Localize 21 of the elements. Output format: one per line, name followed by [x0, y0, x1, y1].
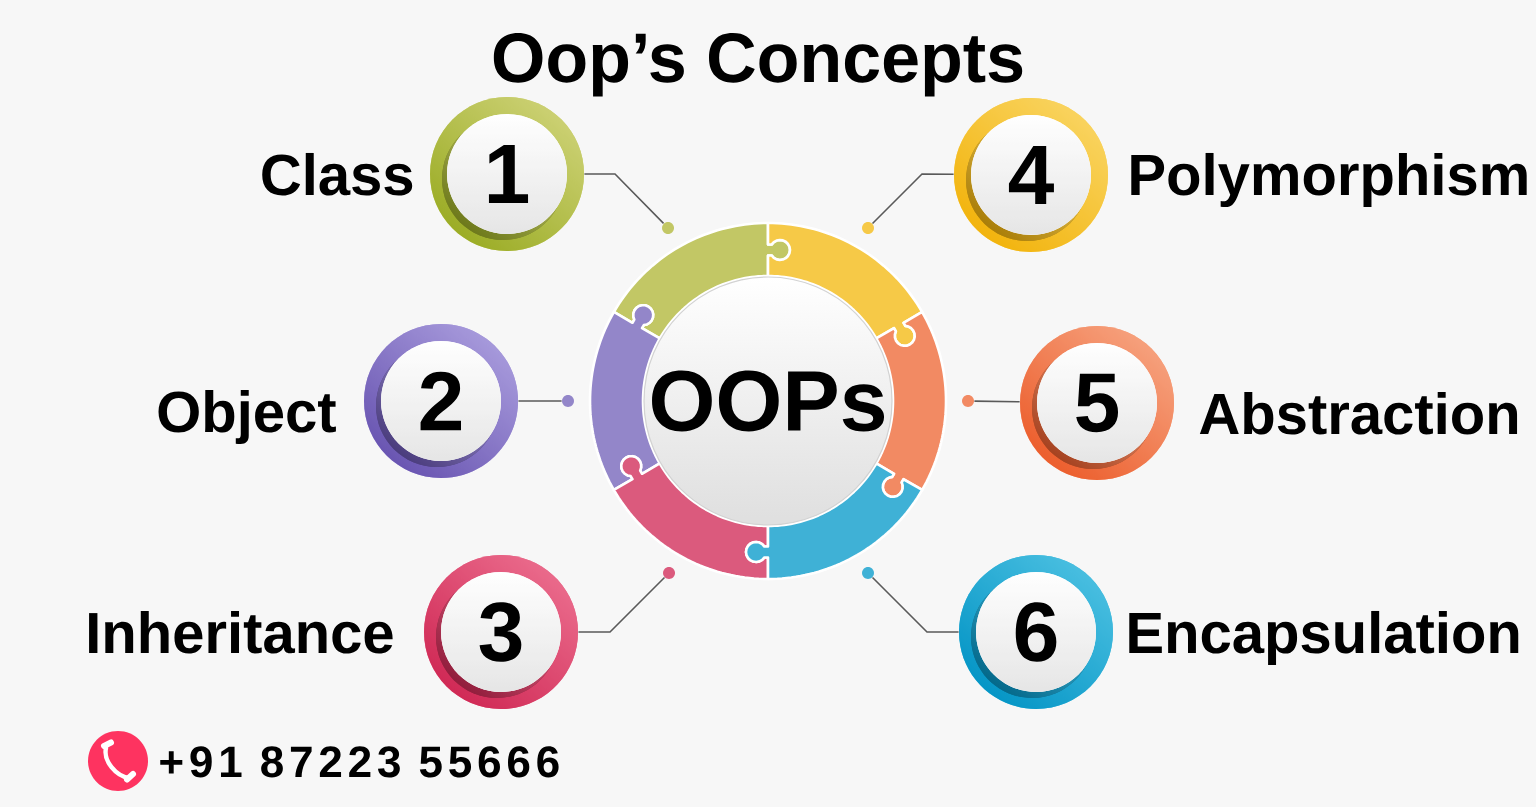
leader-line — [583, 173, 665, 225]
number-label: 2 — [420, 371, 461, 431]
concept-label: Abstraction — [1199, 391, 1518, 435]
concept-label: Class — [262, 152, 413, 196]
leader-line — [973, 400, 1021, 403]
number-label: 1 — [488, 145, 529, 203]
title: Oop’s Concepts — [493, 33, 1023, 97]
phone-number: +91 87223 55666 — [160, 746, 559, 778]
concept-label: Object — [158, 389, 336, 445]
concept-label: Polymorphism — [1131, 152, 1527, 208]
leader-line — [577, 576, 666, 633]
leader-line — [871, 173, 955, 225]
number-label: 3 — [479, 602, 522, 662]
leader-line — [871, 576, 960, 633]
number-label: 5 — [1076, 373, 1119, 433]
center-label: OOPs — [652, 370, 884, 432]
leader-line — [517, 400, 563, 402]
concept-label: Inheritance — [89, 610, 393, 654]
concept-label: Encapsulation — [1129, 610, 1519, 666]
number-label: 6 — [1015, 602, 1057, 662]
number-label: 4 — [1008, 146, 1054, 204]
